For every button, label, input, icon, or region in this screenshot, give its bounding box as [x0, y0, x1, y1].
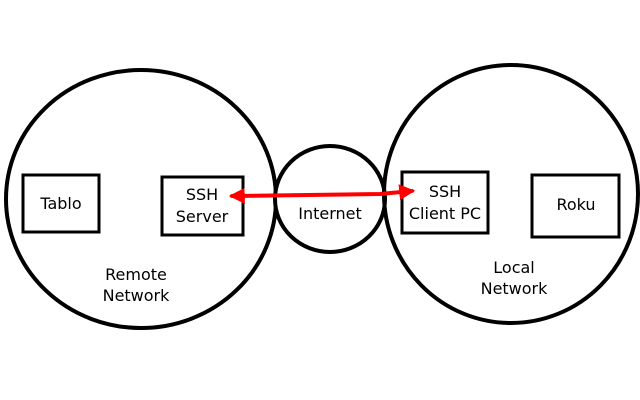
roku-box [530, 173, 621, 239]
ssh-server-label-line1: SSH [186, 185, 218, 204]
ssh-client-box [400, 170, 490, 235]
ssh-client-label-line1: SSH [429, 182, 461, 201]
tablo-label: Tablo [39, 194, 81, 213]
internet-circle [273, 144, 387, 254]
remote-network-label-line2: Network [103, 286, 171, 305]
remote-network-label-line1: Remote [105, 265, 167, 284]
ssh-server-label-line2: Server [176, 207, 229, 226]
local-network-label-line2: Network [481, 279, 549, 298]
local-network-label-line1: Local [493, 258, 534, 277]
ssh-connection-arrow [228, 184, 416, 204]
local-network-group: SSH Client PC Roku Local Network [382, 63, 640, 325]
roku-label: Roku [556, 195, 595, 214]
internet-label: Internet [298, 204, 362, 223]
internet-group: Internet [273, 144, 387, 254]
ssh-client-label-line2: Client PC [409, 204, 481, 223]
tablo-box [21, 173, 101, 234]
remote-network-group: Tablo SSH Server Remote Network [4, 68, 278, 330]
